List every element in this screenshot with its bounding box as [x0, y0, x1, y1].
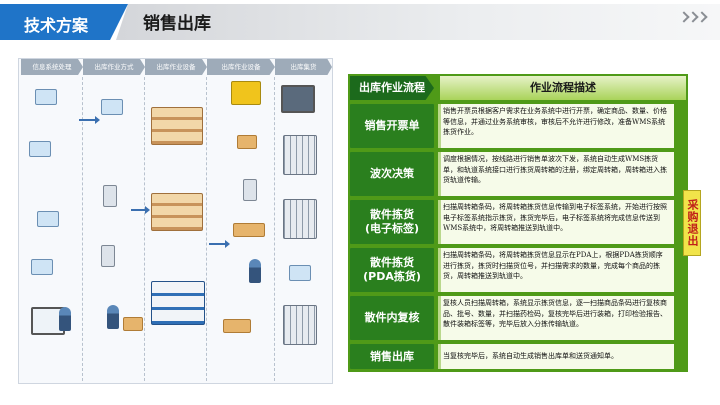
diagram-col-head: 信息系统处理 — [21, 59, 83, 75]
step-desc: 扫描周转箱条码，将周转箱拣货信息显示在PDA上，根据PDA拣货顺序进行拣货，拣货… — [438, 248, 674, 292]
shelf-icon — [151, 281, 205, 325]
scanner-icon — [101, 245, 115, 267]
flow-head-steps: 出库作业流程 — [350, 76, 434, 100]
person-icon — [59, 307, 71, 331]
diagram-col — [145, 77, 207, 381]
section-title: 技术方案 — [24, 16, 89, 35]
diagram-col-head: 出库集货 — [275, 59, 332, 75]
computer-icon — [35, 89, 57, 105]
step-label: 散件内复核 — [350, 296, 434, 340]
forklift-icon — [231, 81, 261, 105]
flow-head-desc: 作业流程描述 — [440, 76, 686, 100]
scanner-icon — [103, 185, 117, 207]
process-diagram: 信息系统处理 出库作业方式 出库作业设备 出库作业设备 出库集货 — [18, 58, 333, 384]
person-icon — [249, 259, 261, 283]
step-desc: 当复核完毕后，系统自动生成销售出库单和送货通知单。 — [438, 344, 674, 369]
diagram-col-head: 出库作业设备 — [145, 59, 207, 75]
diagram-col — [207, 77, 275, 381]
diagram-col-head: 出库作业设备 — [207, 59, 275, 75]
shelf-icon — [151, 107, 203, 145]
next-arrows-icon[interactable] — [678, 11, 708, 23]
box-icon — [237, 135, 257, 149]
step-label: 散件拣货 (电子标签) — [350, 200, 434, 244]
step-label: 销售开票单 — [350, 104, 434, 148]
diagram-col-head: 出库作业方式 — [83, 59, 145, 75]
step-desc: 调度根据情况，按线路进行销售单波次下发，系统自动生成WMS拣货单，和轨道系统接口… — [438, 152, 674, 196]
diagram-col — [21, 77, 83, 381]
step-label: 销售出库 — [350, 344, 434, 369]
page-title: 销售出库 — [143, 14, 211, 34]
cage-cart-icon — [283, 135, 317, 175]
step-desc: 扫描周转箱条码，将周转箱拣货信息传输到电子标签系统，开始进行按照电子标签系统指示… — [438, 200, 674, 244]
warehouse-photo-icon — [281, 85, 315, 113]
flow-arrow-icon — [131, 206, 150, 214]
shelf-icon — [151, 193, 203, 231]
box-icon — [223, 319, 251, 333]
step-label: 散件拣货 (PDA拣货) — [350, 248, 434, 292]
person-icon — [107, 305, 119, 329]
flow-table: 出库作业流程 作业流程描述 销售开票单 销售开票员根据客户需求在业务系统中进行开… — [348, 74, 688, 372]
computer-icon — [29, 141, 51, 157]
box-icon — [123, 317, 143, 331]
computer-icon — [37, 211, 59, 227]
side-label: 采购退出 — [683, 190, 701, 256]
flow-arrow-icon — [79, 116, 100, 124]
flow-arrow-icon — [209, 240, 230, 248]
step-label: 波次决策 — [350, 152, 434, 196]
header-bar — [116, 4, 720, 40]
box-icon — [233, 223, 265, 237]
computer-icon — [31, 259, 53, 275]
step-desc: 复核人员扫描周转箱，系统显示拣货信息，逐一扫描商品条码进行复核商品、批号、数量，… — [438, 296, 674, 340]
diagram-col — [83, 77, 145, 381]
terminal-icon — [101, 99, 123, 115]
scanner-icon — [243, 179, 257, 201]
cage-cart-icon — [283, 199, 317, 239]
step-desc: 销售开票员根据客户需求在业务系统中进行开票，确定商品、数量、价格等信息，并通过业… — [438, 104, 674, 148]
cage-cart-icon — [283, 305, 317, 345]
section-tab: 技术方案 — [0, 4, 128, 40]
computer-icon — [289, 265, 311, 281]
